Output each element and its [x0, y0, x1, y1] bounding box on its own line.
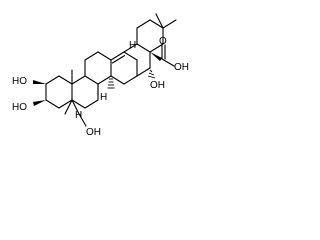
- label-ho-c3: HO: [12, 102, 27, 113]
- label-h-c5: H: [75, 110, 82, 121]
- ring-d: [110, 51, 138, 85]
- molecule-structure-diagram: HO HO OH OH OH O H H H: [0, 0, 201, 146]
- label-oh-c16: OH: [150, 80, 165, 91]
- label-cooh-oh: OH: [174, 62, 189, 73]
- ring-e: [123, 19, 164, 77]
- atom-labels: HO HO OH OH OH O H H H: [12, 36, 189, 138]
- label-ho-c2: HO: [12, 76, 27, 87]
- ring-c: [84, 51, 112, 85]
- ring-a: [45, 75, 73, 109]
- label-carbonyl-o: O: [159, 36, 167, 47]
- skeletal-formula: HO HO OH OH OH O H H H: [12, 13, 189, 138]
- substituents: [33, 44, 175, 127]
- label-h-c9: H: [100, 92, 107, 103]
- label-oh-c23: OH: [86, 127, 101, 138]
- label-h-c18: H: [129, 40, 136, 51]
- ring-b: [71, 75, 99, 109]
- methyl-groups: [64, 13, 177, 115]
